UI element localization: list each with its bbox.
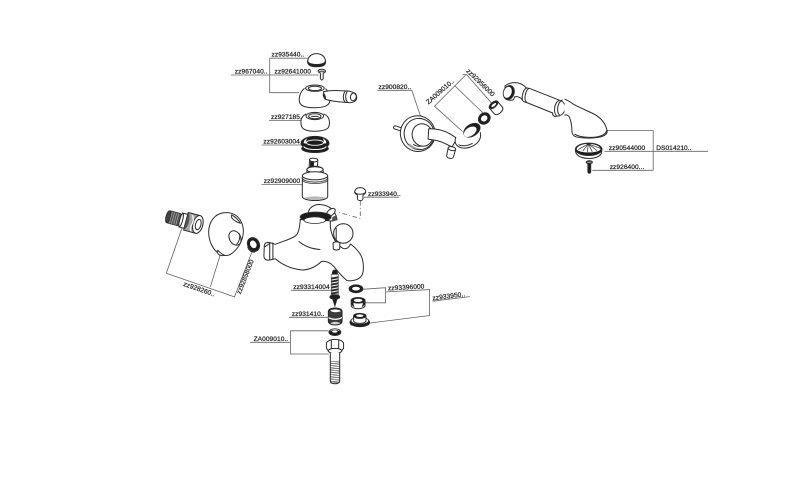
svg-text:zz92603004: zz92603004 <box>263 139 300 146</box>
svg-text:zz93396000: zz93396000 <box>388 283 425 292</box>
svg-text:DS014210..: DS014210.. <box>656 145 691 152</box>
svg-text:zz935440..: zz935440.. <box>272 52 305 59</box>
svg-text:zz967040..: zz967040.. <box>235 68 268 75</box>
svg-text:zz933940..: zz933940.. <box>368 191 401 198</box>
svg-text:ZA009010..: ZA009010.. <box>254 336 289 343</box>
svg-text:zz90544000: zz90544000 <box>609 145 646 152</box>
svg-text:zz93314004: zz93314004 <box>293 284 330 291</box>
svg-text:zz900820..: zz900820.. <box>379 84 412 91</box>
svg-text:zz92909000: zz92909000 <box>264 178 301 185</box>
svg-text:zz933950..: zz933950.. <box>432 291 465 302</box>
svg-text:zz92641000: zz92641000 <box>275 68 312 75</box>
svg-text:zz926400...: zz926400... <box>610 164 645 171</box>
svg-text:zz931410..: zz931410.. <box>292 311 325 318</box>
svg-text:zz927185..: zz927185.. <box>271 114 304 121</box>
